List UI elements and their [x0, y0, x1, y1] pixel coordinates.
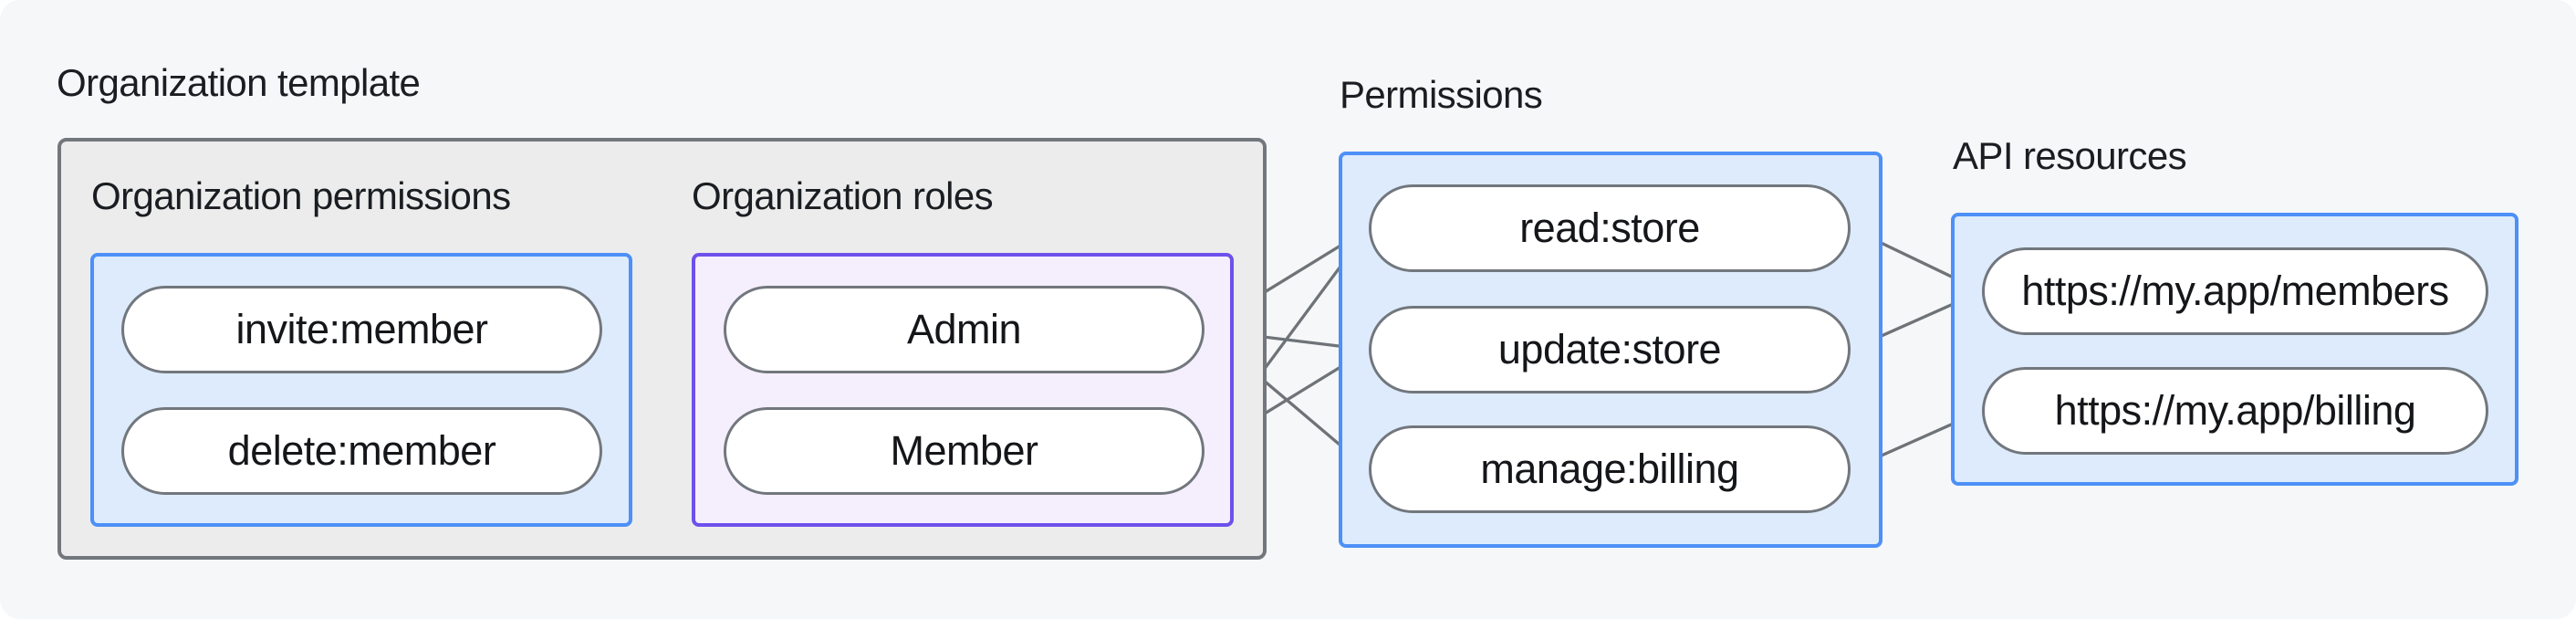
organization-roles-title: Organization roles [692, 174, 994, 217]
organization-permissions-title: Organization permissions [91, 174, 511, 217]
node-update-store-label: update:store [1497, 326, 1722, 372]
node-api-billing: https://my.app/billing [1982, 367, 2488, 455]
node-invite-member-label: invite:member [235, 306, 488, 352]
node-admin-label: Admin [906, 306, 1022, 352]
organization-template-title: Organization template [57, 61, 421, 104]
node-api-members: https://my.app/members [1982, 247, 2488, 335]
node-delete-member-label: delete:member [227, 427, 496, 474]
node-member-label: Member [890, 427, 1038, 474]
node-update-store: update:store [1369, 306, 1851, 393]
node-delete-member: delete:member [121, 407, 602, 495]
node-manage-billing-label: manage:billing [1480, 446, 1739, 492]
node-api-members-label: https://my.app/members [2021, 268, 2449, 314]
node-member: Member [724, 407, 1205, 495]
node-invite-member: invite:member [121, 286, 602, 373]
permissions-title: Permissions [1340, 73, 1543, 116]
api-resources-title: API resources [1953, 134, 2187, 177]
node-manage-billing: manage:billing [1369, 425, 1851, 513]
node-read-store: read:store [1369, 184, 1851, 272]
node-read-store-label: read:store [1519, 205, 1700, 251]
node-api-billing-label: https://my.app/billing [2054, 387, 2416, 434]
node-admin: Admin [724, 286, 1205, 373]
